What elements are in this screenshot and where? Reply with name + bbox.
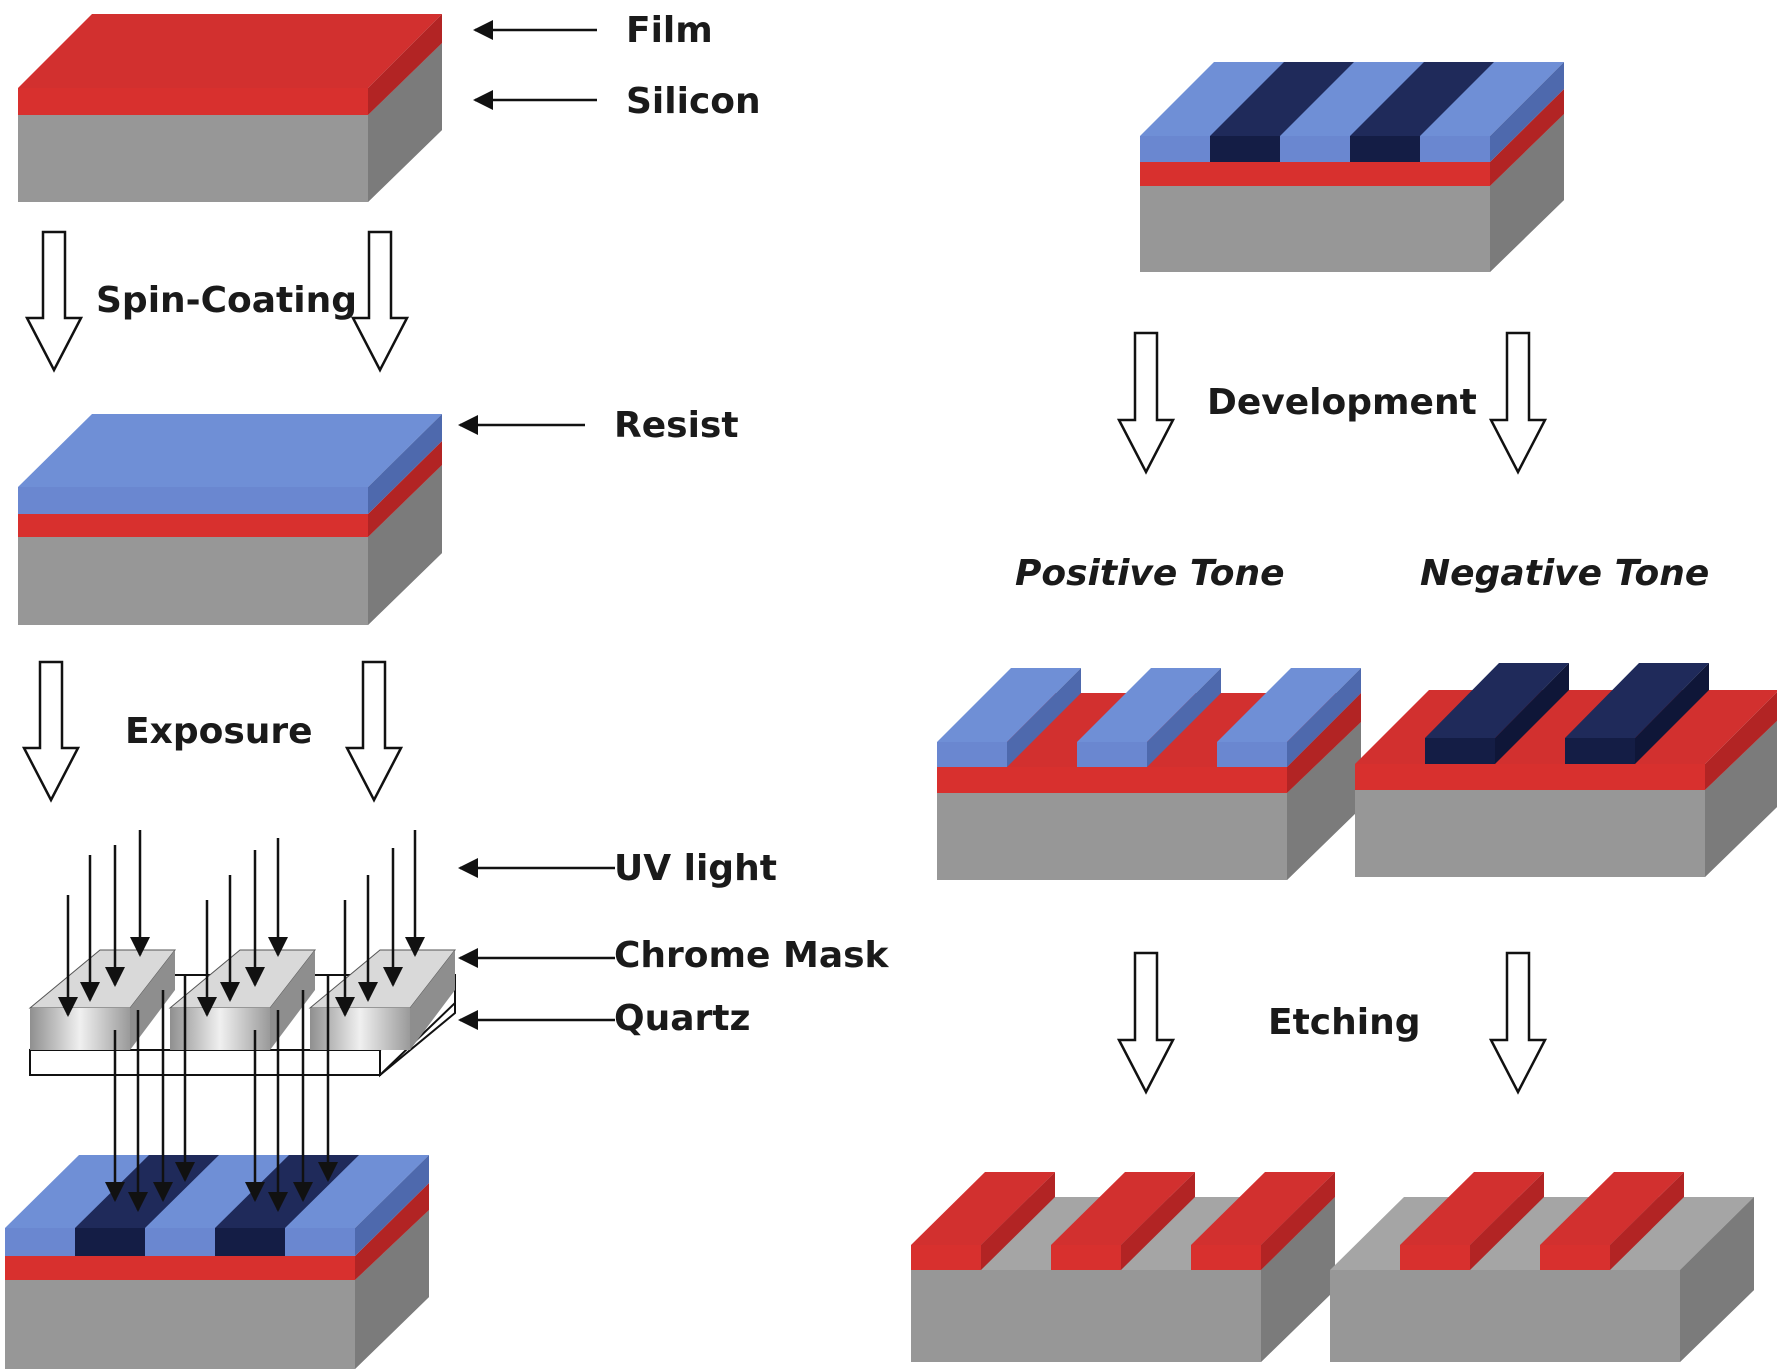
stack-film-silicon — [18, 14, 442, 202]
stack-positive-etched — [911, 1172, 1335, 1362]
negative-tone-label: Negative Tone — [1420, 553, 1709, 594]
down-arrow-icon — [1116, 951, 1548, 1095]
silicon-label: Silicon — [626, 81, 761, 122]
stack-resist-film-silicon — [18, 414, 442, 625]
resist-label: Resist — [614, 405, 739, 446]
positive-tone-label: Positive Tone — [1015, 553, 1285, 594]
chrome-mask-bars — [28, 949, 457, 1050]
stack-positive-developed — [937, 668, 1361, 880]
uv-light-label: UV light — [614, 848, 777, 889]
development-label: Development — [1207, 382, 1477, 423]
down-arrow-icon — [1116, 331, 1548, 475]
stack-exposed-top-right — [1140, 62, 1564, 272]
film-label: Film — [626, 10, 713, 51]
exposure-label: Exposure — [125, 711, 313, 752]
stack-exposed-resist — [5, 1155, 429, 1369]
chrome-mask-label: Chrome Mask — [614, 935, 890, 976]
stack-negative-developed — [1355, 663, 1777, 877]
etching-label: Etching — [1268, 1002, 1421, 1043]
down-arrow-icon — [24, 230, 410, 373]
uv-light-through-arrows — [105, 975, 338, 1212]
spin-coating-label: Spin-Coating — [96, 280, 357, 321]
down-arrow-icon — [21, 660, 404, 803]
uv-light-arrows — [58, 830, 425, 1017]
stack-negative-etched — [1330, 1172, 1754, 1362]
quartz-label: Quartz — [614, 998, 750, 1039]
